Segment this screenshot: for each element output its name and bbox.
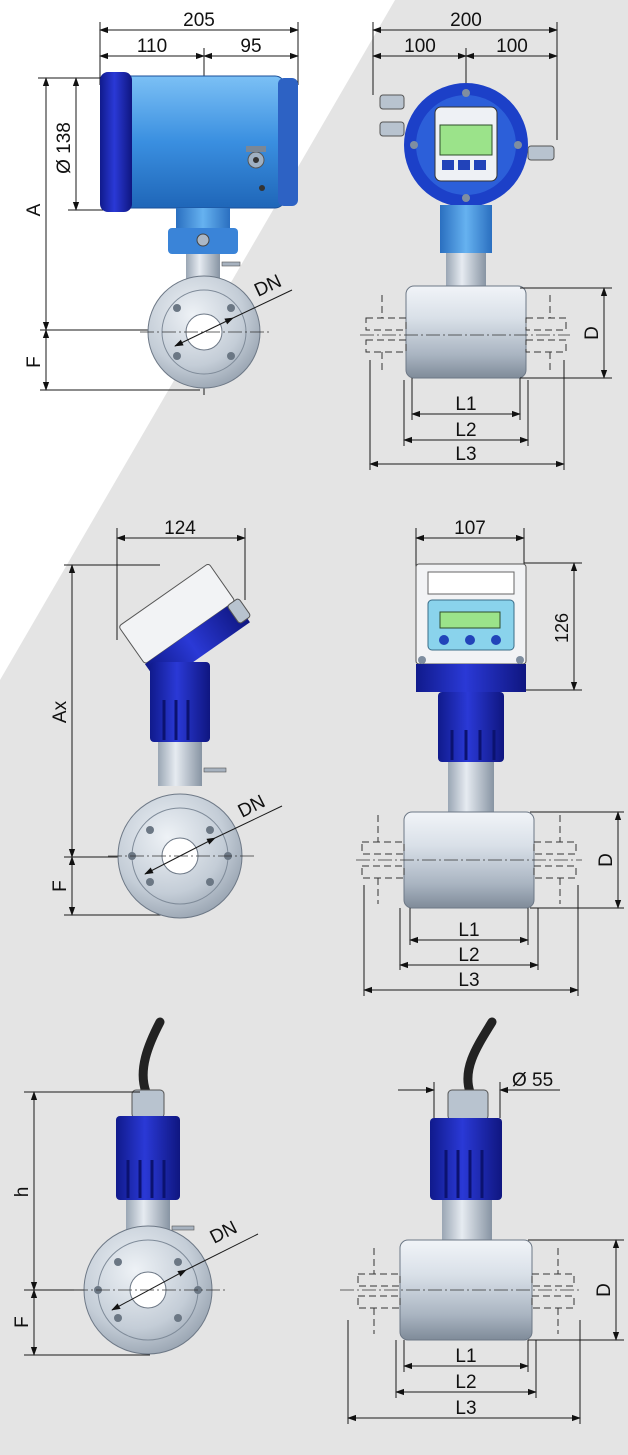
dim-L2-1: L2 — [455, 420, 476, 441]
view-sensor-front: Ø 55 D L1 L2 L3 — [340, 1017, 624, 1424]
dim-107: 107 — [454, 518, 486, 539]
dim-F-3: F — [12, 1316, 33, 1328]
dim-F-1: F — [24, 356, 45, 368]
dim-124: 124 — [164, 518, 196, 539]
view-compact-front: 107 126 D — [356, 518, 624, 996]
view-remote-front: 200 100 100 D — [360, 10, 612, 470]
dim-L2-3: L2 — [455, 1372, 476, 1393]
dim-h: h — [12, 1187, 33, 1198]
dim-D-3: D — [594, 1283, 615, 1297]
dim-F-2: F — [50, 880, 71, 892]
dim-A: A — [24, 203, 45, 216]
dim-100-left: 100 — [404, 36, 436, 57]
view-compact-side: 124 Ax F DN — [50, 518, 283, 919]
dim-100-right: 100 — [496, 36, 528, 57]
dim-D-1: D — [582, 326, 603, 340]
dim-dia-138: Ø 138 — [54, 122, 75, 174]
dim-L3-3: L3 — [455, 1398, 476, 1419]
dim-L3-1: L3 — [455, 444, 476, 465]
dim-Ax: Ax — [50, 700, 71, 723]
dim-dia-55: Ø 55 — [512, 1070, 553, 1091]
dim-L1-2: L1 — [458, 920, 479, 941]
dim-D-2: D — [596, 853, 617, 867]
dim-95: 95 — [240, 36, 261, 57]
dim-200: 200 — [450, 10, 482, 31]
view-remote-side: 205 110 95 Ø 138 A F — [24, 10, 299, 395]
dim-126: 126 — [552, 613, 572, 643]
dim-L1-3: L1 — [455, 1346, 476, 1367]
dim-L2-2: L2 — [458, 945, 479, 966]
dim-L3-2: L3 — [458, 970, 479, 991]
dim-205: 205 — [183, 10, 215, 31]
dim-L1-1: L1 — [455, 394, 476, 415]
dim-110: 110 — [137, 36, 167, 57]
